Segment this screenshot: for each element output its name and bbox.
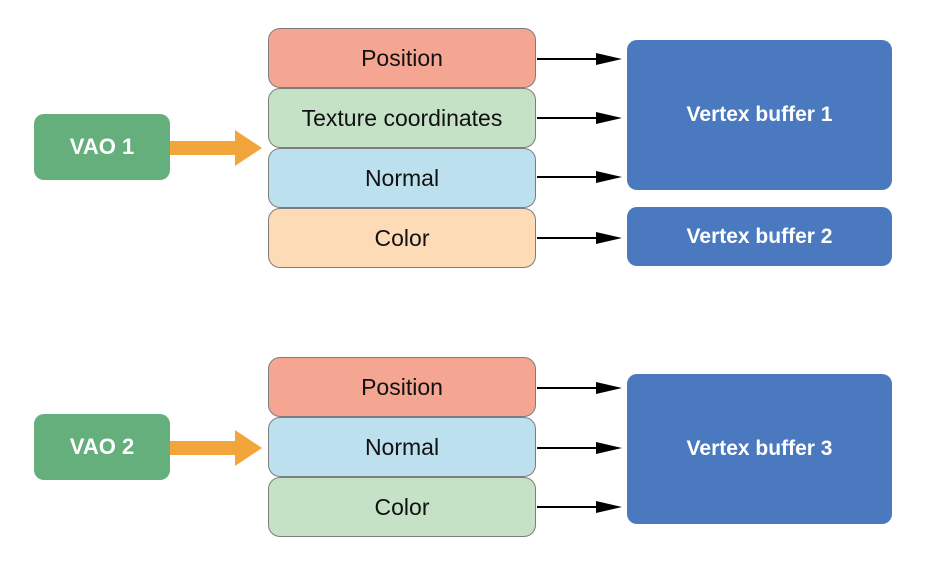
group2-color-attribute: Color <box>268 477 536 537</box>
group1-position-link-arrow <box>537 53 622 65</box>
group2-color-link-arrow <box>537 501 622 513</box>
vao-2-arrow <box>170 430 262 466</box>
vertex-buffer-3-box: Vertex buffer 3 <box>627 374 892 524</box>
vao-2-label: VAO 2 <box>69 434 135 459</box>
vao-1-label: VAO 1 <box>69 134 135 159</box>
vertex-buffer-3-label: Vertex buffer 3 <box>686 437 833 460</box>
vao-2-box: VAO 2 <box>34 414 170 480</box>
group1-texture-coordinates-attribute: Texture coordinates <box>268 88 536 148</box>
vertex-buffer-2-label: Vertex buffer 2 <box>686 224 833 248</box>
group1-color-label: Color <box>374 224 430 251</box>
group2-normal-attribute: Normal <box>268 417 536 477</box>
group2-normal-label: Normal <box>364 433 440 460</box>
group2-position-attribute: Position <box>268 357 536 417</box>
vao-1-box: VAO 1 <box>34 114 170 180</box>
vertex-buffer-1-label: Vertex buffer 1 <box>686 103 833 126</box>
group1-texture-coordinates-link-arrow <box>537 112 622 124</box>
group1-position-label: Position <box>361 44 443 71</box>
group1-normal-label: Normal <box>364 164 440 191</box>
vertex-buffer-2-box: Vertex buffer 2 <box>627 207 892 266</box>
group2-normal-link-arrow <box>537 442 622 454</box>
group1-color-link-arrow <box>537 232 622 244</box>
group1-color-attribute: Color <box>268 208 536 268</box>
group2-position-label: Position <box>361 373 443 400</box>
group2-color-label: Color <box>374 493 430 520</box>
group1-normal-attribute: Normal <box>268 148 536 208</box>
group2-position-link-arrow <box>537 382 622 394</box>
vertex-buffer-1-box: Vertex buffer 1 <box>627 40 892 190</box>
group1-texture-coordinates-label: Texture coordinates <box>301 104 503 131</box>
group1-position-attribute: Position <box>268 28 536 88</box>
group1-normal-link-arrow <box>537 171 622 183</box>
vao-1-arrow <box>170 130 262 166</box>
